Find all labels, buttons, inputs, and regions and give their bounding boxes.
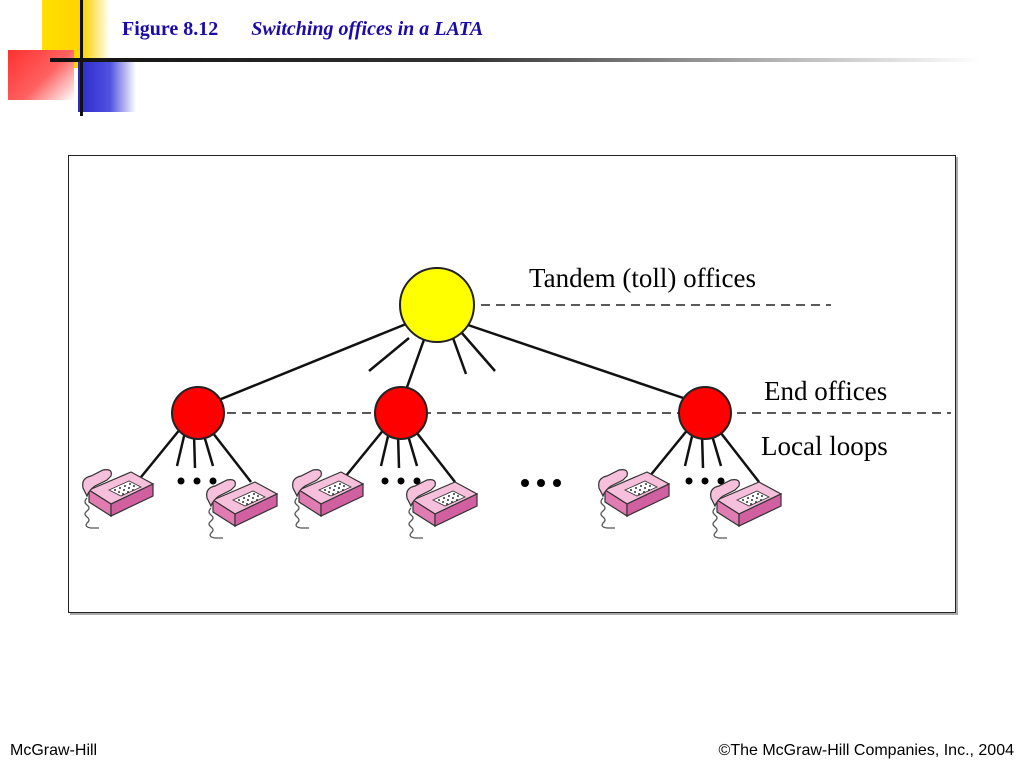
- label-tandem-offices: Tandem (toll) offices: [529, 263, 756, 293]
- label-end-offices: End offices: [764, 376, 887, 406]
- telephone-icon: [598, 468, 670, 529]
- end-office-node: [171, 386, 225, 440]
- decor-blue-square: [78, 62, 136, 112]
- footer-copyright: ©The McGraw-Hill Companies, Inc., 2004: [718, 742, 1014, 759]
- ellipsis-dots: [177, 477, 725, 487]
- title-underline: [50, 58, 980, 62]
- local-loop-lines: [136, 427, 760, 483]
- lata-diagram: Tandem (toll) offices End offices Local …: [82, 263, 951, 539]
- telephone-icon: [406, 478, 478, 539]
- label-local-loops: Local loops: [761, 431, 888, 461]
- slide-title: Figure 8.12 Switching offices in a LATA: [122, 18, 483, 41]
- footer-publisher: McGraw-Hill: [10, 742, 98, 759]
- telephone-icon: [292, 468, 364, 529]
- telephone-icon: [710, 478, 782, 539]
- figure-number: Figure 8.12: [122, 18, 219, 40]
- telephone-icon: [82, 468, 154, 529]
- end-office-node: [678, 386, 732, 440]
- telephone-icon: [206, 478, 278, 539]
- end-office-node: [374, 386, 428, 440]
- trunk-lines: [198, 320, 702, 410]
- tandem-office-node: [399, 267, 475, 343]
- level-guide-lines: [227, 304, 951, 414]
- figure-caption: Switching offices in a LATA: [251, 18, 484, 40]
- diagram-frame: Tandem (toll) offices End offices Local …: [68, 155, 956, 613]
